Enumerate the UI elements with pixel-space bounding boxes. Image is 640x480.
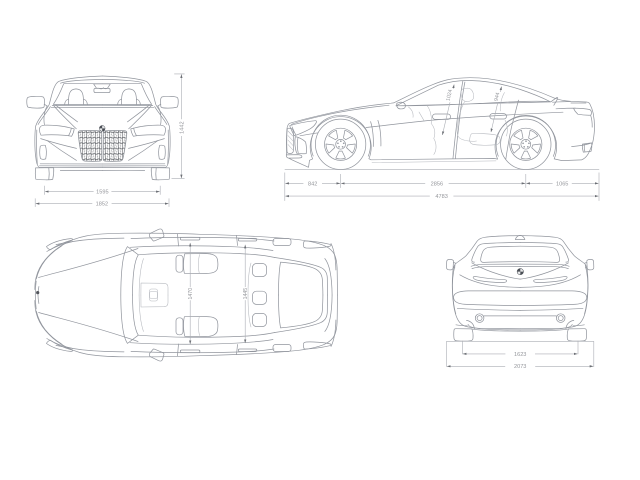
svg-text:1065: 1065 [556, 181, 568, 187]
svg-text:944: 944 [494, 92, 502, 102]
svg-text:2856: 2856 [431, 181, 443, 187]
svg-text:1442: 1442 [179, 121, 185, 133]
svg-text:1470: 1470 [188, 288, 194, 300]
svg-text:1623: 1623 [514, 352, 526, 358]
svg-text:1024: 1024 [446, 89, 454, 102]
svg-text:1595: 1595 [96, 190, 108, 196]
svg-text:1852: 1852 [96, 202, 108, 208]
svg-text:2073: 2073 [514, 364, 526, 370]
svg-text:1445: 1445 [243, 288, 249, 300]
svg-text:4783: 4783 [435, 194, 447, 200]
svg-text:842: 842 [308, 181, 317, 187]
